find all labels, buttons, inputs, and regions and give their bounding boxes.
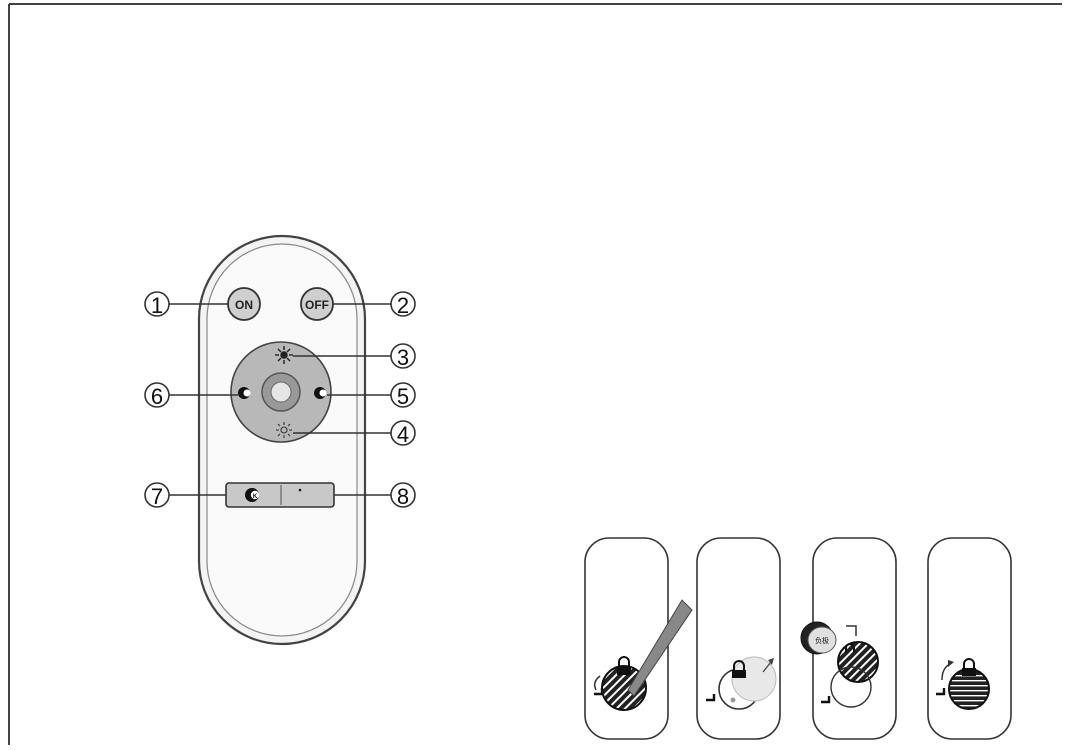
remote-control: ON OFF — [197, 234, 367, 646]
lock-icon — [733, 660, 745, 670]
callouts: 1 2 3 4 5 6 7 8 — [144, 291, 416, 509]
callout-2: 2 — [390, 291, 416, 318]
battery-steps: 负极 — [584, 537, 1012, 740]
unlock-icon — [821, 696, 831, 704]
battery-step-4 — [927, 537, 1012, 740]
color-temp-cycle-button[interactable]: K — [245, 488, 260, 502]
unlock-arrow-icon — [593, 675, 601, 691]
unlock-icon — [594, 688, 604, 696]
mode-button-bar — [225, 482, 335, 508]
brightness-up-button[interactable] — [275, 346, 293, 364]
dpad-center-button[interactable] — [270, 381, 292, 403]
svg-text:3: 3 — [397, 345, 409, 370]
on-button[interactable]: ON — [227, 287, 261, 321]
battery-icon: 负极 — [800, 621, 837, 655]
dpad[interactable] — [230, 341, 332, 443]
callout-3: 3 — [390, 343, 416, 370]
svg-text:2: 2 — [397, 293, 409, 318]
lift-arrow-icon — [762, 661, 772, 673]
svg-text:6: 6 — [151, 384, 163, 409]
svg-text:5: 5 — [397, 384, 409, 409]
svg-text:4: 4 — [397, 422, 409, 447]
callout-4: 4 — [390, 420, 416, 447]
callout-7: 7 — [144, 482, 170, 509]
svg-text:7: 7 — [151, 484, 163, 509]
color-temp-cool-button[interactable] — [314, 387, 327, 399]
off-button-label: OFF — [305, 298, 329, 312]
screwdriver-icon — [627, 599, 693, 697]
brightness-down-button[interactable] — [276, 422, 292, 438]
lock-icon — [618, 656, 630, 666]
callout-6: 6 — [144, 382, 170, 409]
off-button[interactable]: OFF — [300, 287, 334, 321]
unlock-icon — [706, 694, 716, 702]
sun-dim-icon — [276, 422, 292, 438]
callout-1: 1 — [144, 291, 170, 318]
callout-8: 8 — [390, 482, 416, 509]
color-temp-k-icon: K — [245, 488, 260, 502]
battery-step-3: 负极 — [800, 537, 897, 740]
lock-icon — [845, 643, 855, 652]
lock-icon — [963, 658, 975, 668]
svg-text:K: K — [253, 494, 258, 500]
moon-icon — [298, 488, 308, 502]
color-temp-icon — [238, 387, 251, 399]
on-button-label: ON — [235, 298, 253, 312]
color-temp-icon — [314, 387, 327, 399]
battery-step-2 — [696, 537, 781, 740]
unlock-icon — [936, 688, 946, 696]
svg-text:8: 8 — [397, 484, 409, 509]
battery-label: 负极 — [815, 636, 829, 645]
svg-text:1: 1 — [151, 293, 163, 318]
color-temp-warm-button[interactable] — [238, 387, 251, 399]
callout-5: 5 — [390, 382, 416, 409]
insert-arrow-icon — [846, 625, 857, 636]
battery-step-1 — [584, 537, 693, 740]
sun-bright-icon — [275, 346, 293, 364]
night-light-button[interactable] — [298, 488, 308, 502]
